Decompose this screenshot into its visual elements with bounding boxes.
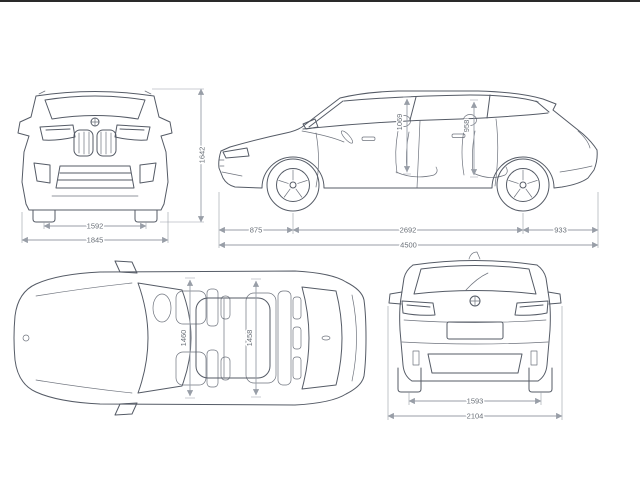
- side-roofline-inner: [343, 94, 539, 103]
- side-nose-detail: [218, 159, 225, 167]
- top-body-outline: [13, 270, 367, 406]
- side-door-handles: [361, 133, 466, 141]
- rear-view: 1593 2104: [387, 251, 563, 422]
- dim-front-headroom: 1069: [394, 96, 411, 175]
- antenna-fin-rear: [468, 251, 481, 260]
- front-bmw-roundel-icon: [90, 117, 100, 127]
- dim-label-rear-overhang: 933: [554, 226, 567, 235]
- roof-rails: [38, 90, 152, 95]
- side-body-lower: [218, 149, 598, 189]
- license-plate: [446, 321, 504, 340]
- kidney-grille-right: [96, 129, 117, 157]
- top-rear-glass: [301, 286, 343, 390]
- rear-side-left: [399, 264, 414, 382]
- grille-slats: [78, 131, 112, 155]
- side-headlight: [222, 147, 250, 159]
- antenna-fin-top: [321, 335, 331, 341]
- dim-label-rear-headroom: 958: [462, 120, 471, 133]
- dim-rear-headroom: 958: [461, 99, 478, 178]
- dim-front-overall-width: 1845: [21, 234, 169, 246]
- side-beltline: [302, 112, 549, 130]
- rear-reflectors: [412, 350, 538, 366]
- top-border-line: [0, 0, 640, 2]
- front-view: 1592 1845 1642: [17, 88, 208, 246]
- rear-diffuser: [427, 353, 523, 374]
- top-tailgate-line: [351, 294, 357, 382]
- steering-wheel-side: [340, 130, 354, 144]
- side-body-upper: [220, 90, 598, 152]
- top-mirrors: [114, 260, 138, 416]
- dim-front-interior-width: 1460: [178, 277, 195, 399]
- dim-label-width-incl-mirrors: 2104: [467, 412, 484, 421]
- rear-side-right: [536, 264, 551, 382]
- front-side-intakes: [33, 162, 157, 184]
- dim-wheelbase: 2692: [292, 224, 524, 236]
- side-taillight: [577, 130, 591, 149]
- front-tires: [32, 209, 158, 223]
- dim-overall-height: 1642: [196, 88, 208, 223]
- dashboard-line: [301, 130, 345, 143]
- rear-mirrors: [388, 291, 562, 305]
- dim-label-front-headroom: 1069: [395, 114, 404, 131]
- dim-label-wheelbase: 2692: [400, 226, 417, 235]
- rear-taillights: [401, 300, 549, 316]
- dim-label-height: 1642: [198, 147, 207, 164]
- dim-rear-overhang: 933: [522, 224, 599, 236]
- rear-wheel: [496, 158, 550, 212]
- dim-width-incl-mirrors: 2104: [387, 410, 563, 422]
- side-pillars: [308, 94, 550, 128]
- dim-label-rear-track: 1593: [467, 397, 484, 406]
- dim-label-front-width: 1845: [87, 236, 104, 245]
- side-view: 1069 958 875 2692 933 4500: [218, 90, 599, 251]
- dim-label-overall-length: 4500: [400, 241, 417, 250]
- dim-label-front-interior-width: 1460: [179, 330, 188, 347]
- side-mirror: [302, 118, 319, 130]
- front-headlights: [39, 124, 151, 141]
- top-view: 1460 1458: [13, 260, 367, 416]
- side-bumper-seams: [221, 165, 593, 177]
- front-windshield: [44, 95, 146, 120]
- dim-front-track: 1592: [43, 220, 147, 232]
- rear-wiper: [465, 272, 489, 291]
- dim-rear-track: 1593: [408, 395, 542, 407]
- top-rear-bench: [245, 290, 302, 386]
- dim-overall-length: 4500: [218, 239, 599, 251]
- rear-tires: [397, 367, 553, 393]
- front-body-outline: [17, 91, 173, 211]
- dim-rear-interior-width: 1458: [244, 278, 261, 398]
- rear-bmw-roundel-icon: [469, 295, 481, 307]
- kidney-grille: [73, 129, 117, 157]
- hood-creases: [35, 282, 133, 394]
- dim-label-front-overhang: 875: [250, 226, 263, 235]
- steering-wheel-top: [152, 293, 172, 323]
- dim-label-rear-interior-width: 1458: [245, 330, 254, 347]
- hood-roundel-icon: [22, 334, 30, 342]
- front-wheel: [266, 158, 320, 212]
- rear-roof: [412, 260, 538, 266]
- panoramic-roof: [195, 297, 271, 379]
- dim-label-front-track: 1592: [87, 222, 104, 231]
- rear-bumper-seam: [401, 341, 549, 345]
- kidney-grille-left: [73, 129, 94, 157]
- front-lower-intake: [55, 165, 135, 189]
- side-extension-lines: [218, 192, 599, 248]
- rear-window: [413, 265, 537, 295]
- dim-front-overhang: 875: [218, 224, 294, 236]
